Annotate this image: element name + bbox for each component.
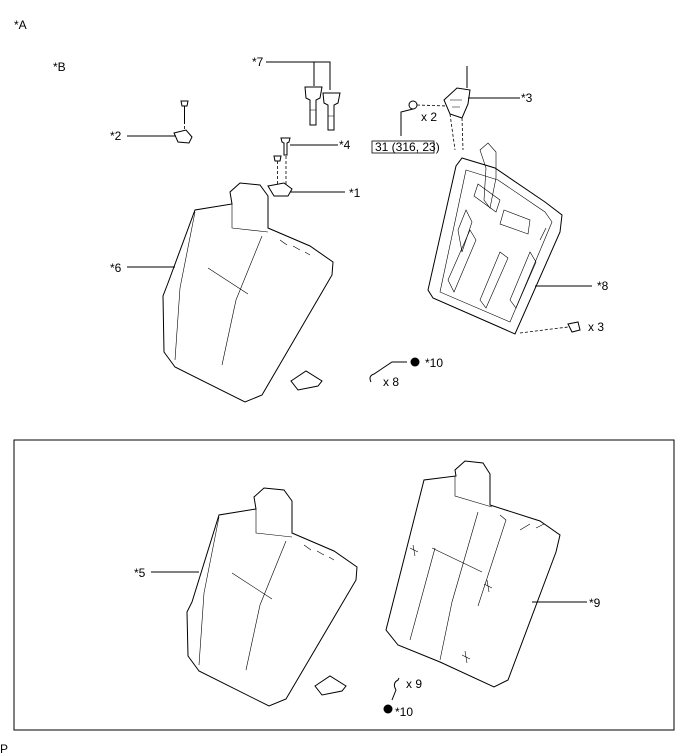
callout-7: *7 xyxy=(252,55,264,69)
hog-ring-quantity-top: x 8 xyxy=(383,375,399,389)
seatback-assembly-upper xyxy=(127,182,334,403)
hog-ring-bottom xyxy=(383,677,400,714)
lock-bracket-part xyxy=(127,100,193,144)
nut-quantity: x 2 xyxy=(421,110,437,124)
callout-2: *2 xyxy=(110,129,122,143)
bullet-icon xyxy=(410,357,420,367)
hinge-bracket-part xyxy=(267,155,345,197)
bullet-icon xyxy=(383,704,393,714)
bolt-part xyxy=(280,137,338,156)
torque-spec-box xyxy=(371,140,435,154)
hog-ring-quantity-bottom: x 9 xyxy=(406,677,422,691)
headrest-support-pair xyxy=(266,61,341,131)
callout-1: *1 xyxy=(349,186,361,200)
view-label-b: *B xyxy=(53,60,66,74)
callout-10-top: *10 xyxy=(425,356,443,370)
callout-9: *9 xyxy=(589,596,601,610)
torque-spec: 31 (316, 23) xyxy=(375,140,440,154)
seatback-frame xyxy=(427,142,592,335)
callout-4: *4 xyxy=(339,138,351,152)
seatback-cover xyxy=(385,460,587,688)
callout-5: *5 xyxy=(134,566,146,580)
seat-lock-part xyxy=(400,66,520,151)
callout-8: *8 xyxy=(597,279,609,293)
clip-quantity: x 3 xyxy=(588,320,604,334)
footer-code: P xyxy=(0,742,8,755)
view-label-a: *A xyxy=(14,18,27,32)
callout-6: *6 xyxy=(110,261,122,275)
callout-3: *3 xyxy=(521,91,533,105)
hog-ring-top xyxy=(369,357,420,383)
view-b-frame xyxy=(13,439,675,731)
seatback-assembly-lower xyxy=(151,487,358,707)
callout-10-bottom: *10 xyxy=(395,705,413,719)
